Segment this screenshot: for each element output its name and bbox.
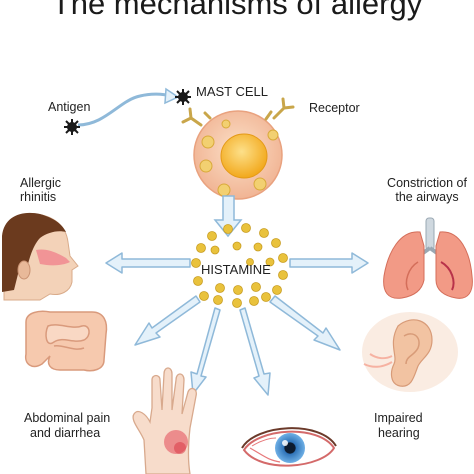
mast-cell-icon <box>193 110 283 200</box>
antigen-label: Antigen <box>48 100 91 114</box>
eye-icon <box>241 427 337 467</box>
antigen-path-arrow <box>77 92 173 127</box>
arrow-to-hearing <box>269 295 341 351</box>
arrow-to-abdominal <box>134 295 201 346</box>
abdominal-label-line2: and diarrhea <box>30 426 101 440</box>
arrow-to-airways <box>289 252 369 274</box>
effect-arrows <box>105 252 369 396</box>
constriction-label-line2: the airways <box>395 190 459 204</box>
head-icon <box>2 212 79 301</box>
histamine-granules <box>191 223 288 308</box>
mast-cell-label: MAST CELL <box>196 84 269 99</box>
ear-icon <box>362 312 458 392</box>
histamine-label: HISTAMINE <box>201 262 271 277</box>
impaired-hearing-label-line1: Impaired <box>374 411 423 425</box>
release-arrow <box>213 195 243 238</box>
allergic-rhinitis-label-line2: rhinitis <box>20 190 57 204</box>
arrow-to-hand <box>190 307 221 395</box>
arrow-to-eye <box>239 307 271 396</box>
arrow-to-rhinitis <box>105 252 191 274</box>
antigen-icon <box>64 119 80 135</box>
hand-icon <box>132 367 197 474</box>
constriction-label-line1: Constriction of <box>387 176 467 190</box>
impaired-hearing-label-line2: hearing <box>378 426 420 440</box>
intestine-icon <box>24 310 108 372</box>
allergic-rhinitis-label-line1: Allergic <box>20 176 61 190</box>
antigen-on-cell-icon <box>175 89 191 105</box>
abdominal-label-line1: Abdominal pain <box>24 411 111 425</box>
diagram-title: The mechanisms of allergy <box>51 0 423 21</box>
receptor-label: Receptor <box>309 101 360 115</box>
receptor-icon <box>181 97 295 127</box>
lungs-icon <box>383 217 473 299</box>
antigen-path-arrowhead <box>164 87 180 105</box>
